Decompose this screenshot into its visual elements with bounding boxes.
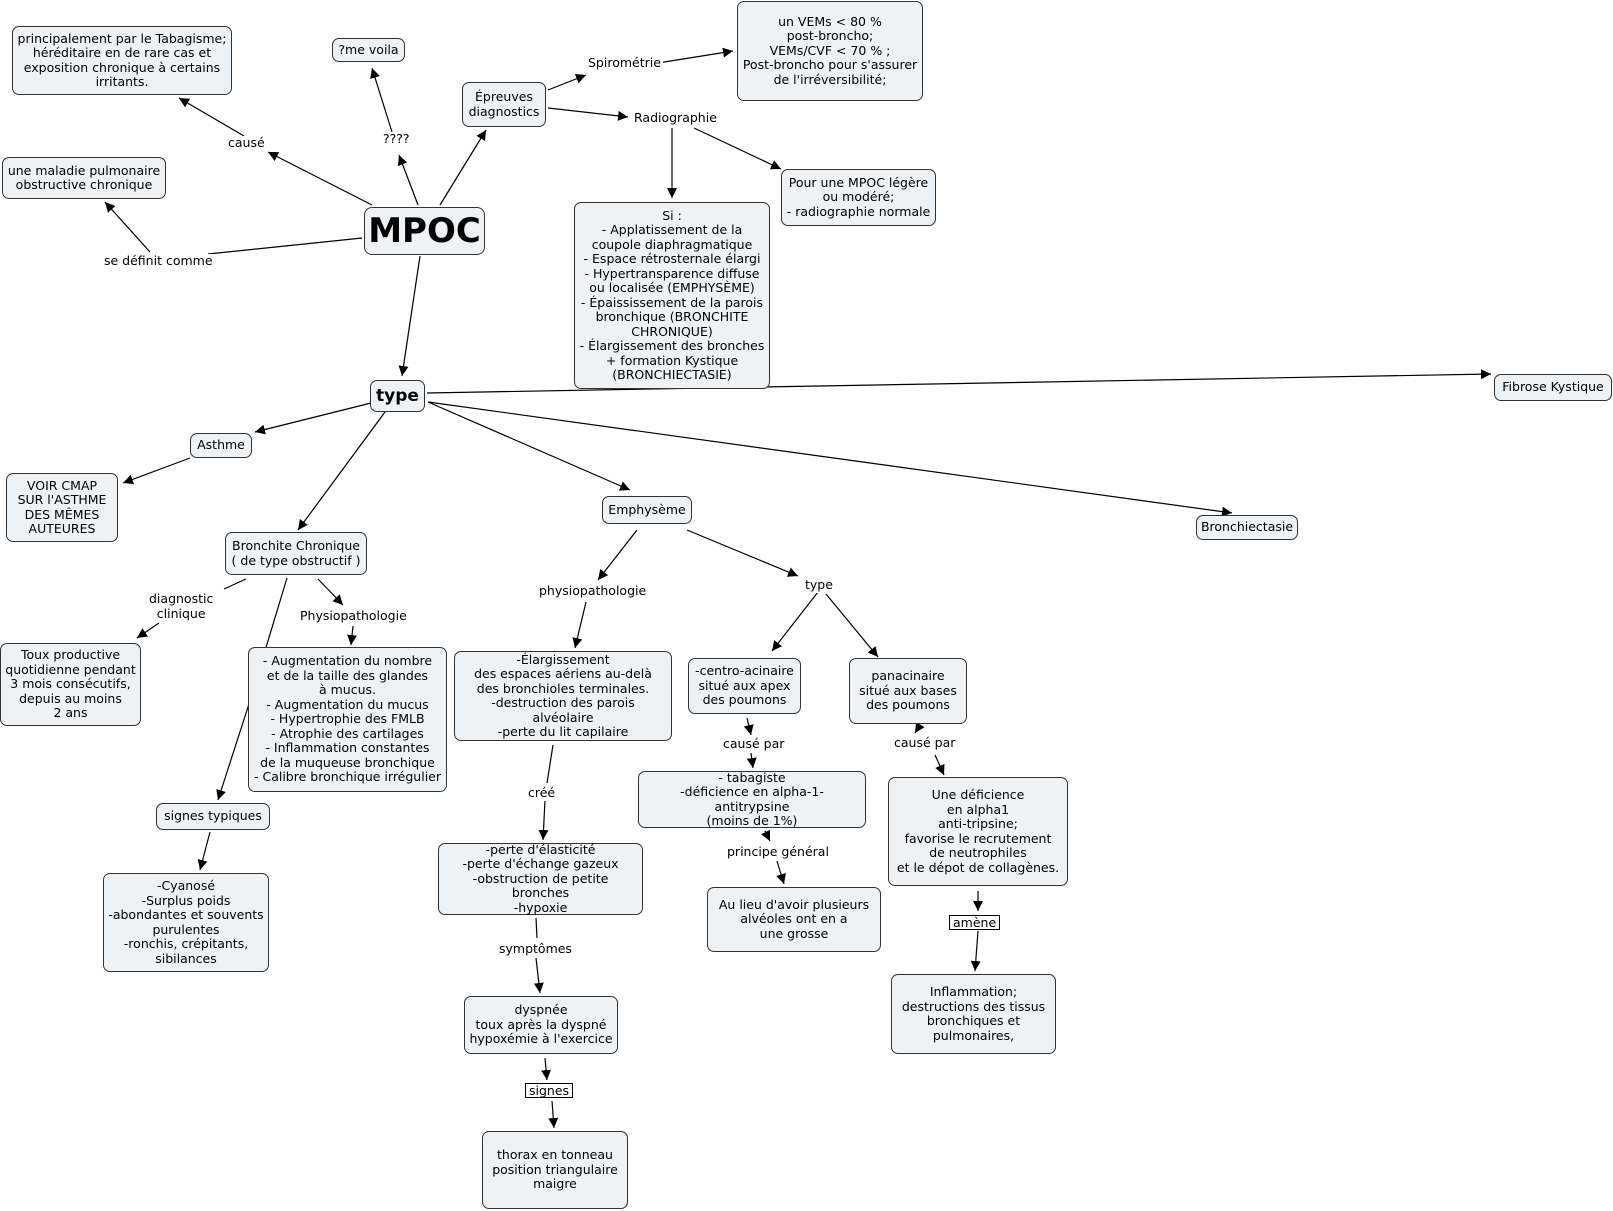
connector-line xyxy=(254,402,372,435)
node-inflammation[interactable]: Inflammation; destructions des tissus br… xyxy=(891,974,1056,1054)
label-amene: amène xyxy=(949,915,1001,930)
node-bc-physio[interactable]: - Augmentation du nombre et de la taille… xyxy=(248,647,447,792)
connector-line xyxy=(216,706,249,801)
node-radio-normale[interactable]: Pour une MPOC légère ou modéré; - radiog… xyxy=(781,169,936,226)
connector-line xyxy=(297,411,386,531)
connector-line xyxy=(370,67,393,133)
connector-line xyxy=(535,917,538,939)
connector-line xyxy=(398,255,421,377)
label-emph-physiopathologie: physiopathologie xyxy=(537,583,649,599)
connector-line xyxy=(776,860,786,885)
connector-line xyxy=(427,401,631,491)
connector-line xyxy=(934,754,945,776)
label-signes: signes xyxy=(525,1083,574,1098)
node-spirometrie-result[interactable]: un VEMs < 80 % post-broncho; VEMs/CVF < … xyxy=(737,1,923,101)
node-emph-physio[interactable]: -Élargissement des espaces aériens au-de… xyxy=(454,651,672,741)
node-asthme[interactable]: Asthme xyxy=(190,433,252,458)
node-me-voila[interactable]: ?me voila xyxy=(332,38,405,62)
node-tabagiste[interactable]: - tabagiste -déficience en alpha-1-antit… xyxy=(638,770,866,828)
node-cyanose[interactable]: -Cyanosé -Surplus poids -abondantes et s… xyxy=(103,873,269,972)
connector-line xyxy=(547,107,629,121)
node-bronchite-chronique[interactable]: Bronchite Chronique ( de type obstructif… xyxy=(225,532,367,575)
label-se-definit: se définit comme xyxy=(102,253,215,269)
label-cree: créé xyxy=(526,785,558,801)
connector-line xyxy=(771,591,819,652)
connector-line xyxy=(397,154,419,206)
connector-line xyxy=(533,957,544,994)
connector-line xyxy=(427,401,1233,517)
node-radio-signes[interactable]: Si : - Applatissement de la coupole diap… xyxy=(574,202,770,389)
connector-line xyxy=(317,578,344,606)
node-bronchiectasie[interactable]: Bronchiectasie xyxy=(1196,515,1298,540)
label-radiographie: Radiographie xyxy=(632,110,719,126)
connector-line xyxy=(914,721,925,734)
label-principe-general: principe général xyxy=(725,844,831,860)
connector-line xyxy=(223,578,247,590)
connector-line xyxy=(538,799,549,841)
connector-line xyxy=(546,744,554,784)
node-dyspnee[interactable]: dyspnée toux après la dyspné hypoxémie à… xyxy=(464,996,618,1054)
connector-line xyxy=(541,1057,552,1081)
connector-line xyxy=(743,717,754,736)
label-spirometrie: Spirométrie xyxy=(586,55,663,71)
connector-line xyxy=(104,201,151,253)
connector-line xyxy=(426,369,1492,394)
connector-line xyxy=(267,151,373,206)
connector-line xyxy=(439,129,487,206)
connector-line xyxy=(572,601,587,649)
node-perte[interactable]: -perte d'élasticité -perte d'échange gaz… xyxy=(438,842,643,915)
connector-line xyxy=(686,529,799,577)
label-cause-par-centro: causé par xyxy=(721,736,787,752)
connector-line xyxy=(746,752,757,769)
connector-line xyxy=(657,47,734,64)
connector-line xyxy=(761,829,771,842)
label-diagnostic-clinique: diagnostic clinique xyxy=(147,591,216,621)
node-thorax[interactable]: thorax en tonneau position triangulaire … xyxy=(482,1131,628,1209)
connector-line xyxy=(548,1100,559,1129)
node-causes[interactable]: principalement par le Tabagisme; hérédit… xyxy=(12,26,232,95)
connector-line xyxy=(347,625,358,646)
label-symptomes: symptômes xyxy=(497,941,574,957)
connector-line xyxy=(825,593,879,658)
label-bc-physiopathologie: Physiopathologie xyxy=(298,608,409,624)
connector-line xyxy=(136,622,160,639)
connector-line xyxy=(693,127,782,170)
node-voir-cmap[interactable]: VOIR CMAP SUR l'ASTHME DES MÊMES AUTEURE… xyxy=(6,473,118,542)
connector-line xyxy=(547,74,587,91)
node-deficience[interactable]: Une déficience en alpha1 anti-tripsine; … xyxy=(888,777,1068,886)
node-type[interactable]: type xyxy=(370,380,425,412)
connector-line xyxy=(178,97,245,137)
node-emphyseme[interactable]: Emphysème xyxy=(602,496,692,524)
label-cause: causé xyxy=(226,135,267,151)
connector-line xyxy=(207,237,363,255)
label-unknown: ???? xyxy=(381,131,412,147)
node-au-lieu[interactable]: Au lieu d'avoir plusieurs alvéoles ont e… xyxy=(707,887,881,952)
node-panacinaire[interactable]: panacinaire situé aux bases des poumons xyxy=(849,658,967,724)
node-mpoc[interactable]: MPOC xyxy=(364,207,485,255)
connector-line xyxy=(197,831,211,871)
node-definition[interactable]: une maladie pulmonaire obstructive chron… xyxy=(2,157,166,199)
label-emph-type: type xyxy=(803,577,835,593)
node-epreuves-diagnostics[interactable]: Épreuves diagnostics xyxy=(462,82,546,127)
node-toux-productive[interactable]: Toux productive quotidienne pendant 3 mo… xyxy=(0,643,141,726)
node-centro-acinaire[interactable]: -centro-acinaire situé aux apex des poum… xyxy=(688,658,801,714)
node-fibrose-kystique[interactable]: Fibrose Kystique xyxy=(1494,374,1612,401)
node-signes-typiques[interactable]: signes typiques xyxy=(156,803,270,830)
connector-line xyxy=(970,930,981,972)
connector-line xyxy=(597,529,638,581)
label-cause-par-pan: causé par xyxy=(892,735,958,751)
connector-line xyxy=(122,457,191,485)
